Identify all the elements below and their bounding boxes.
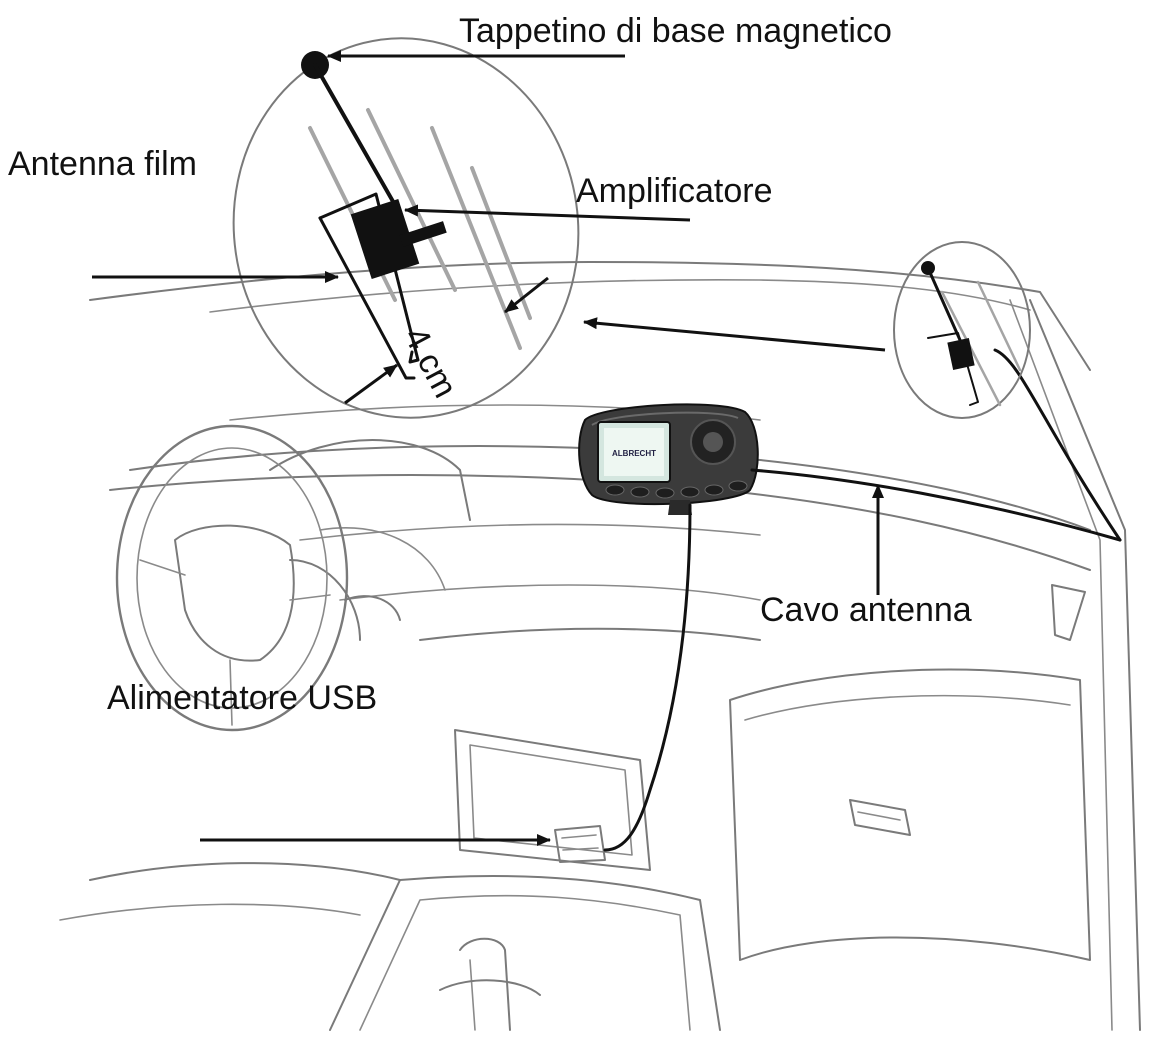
car-interior-drawing xyxy=(59,261,1141,1031)
amplifier-block xyxy=(350,198,420,280)
arrow-amplifier xyxy=(404,204,691,222)
radio-device: ALBRECHT xyxy=(578,403,759,515)
cables xyxy=(603,348,1122,852)
arrow-to-magnifier xyxy=(583,317,886,352)
arrow-4cm-left xyxy=(344,363,398,405)
label-cavo-antenna: Cavo antenna xyxy=(760,591,972,629)
label-alimentatore: Alimentatore USB xyxy=(107,679,378,717)
radio-brand: ALBRECHT xyxy=(612,449,656,458)
small-antenna-detail xyxy=(893,241,1031,419)
arrow-4cm-right xyxy=(504,276,549,314)
label-amplificatore: Amplificatore xyxy=(576,172,773,210)
label-antenna-film: Antenna film xyxy=(8,145,197,183)
label-tappetino: Tappetino di base magnetico xyxy=(459,12,892,50)
steering-wheel xyxy=(115,424,349,732)
annotation-arrows xyxy=(92,50,886,846)
magnified-antenna-detail xyxy=(232,37,580,419)
